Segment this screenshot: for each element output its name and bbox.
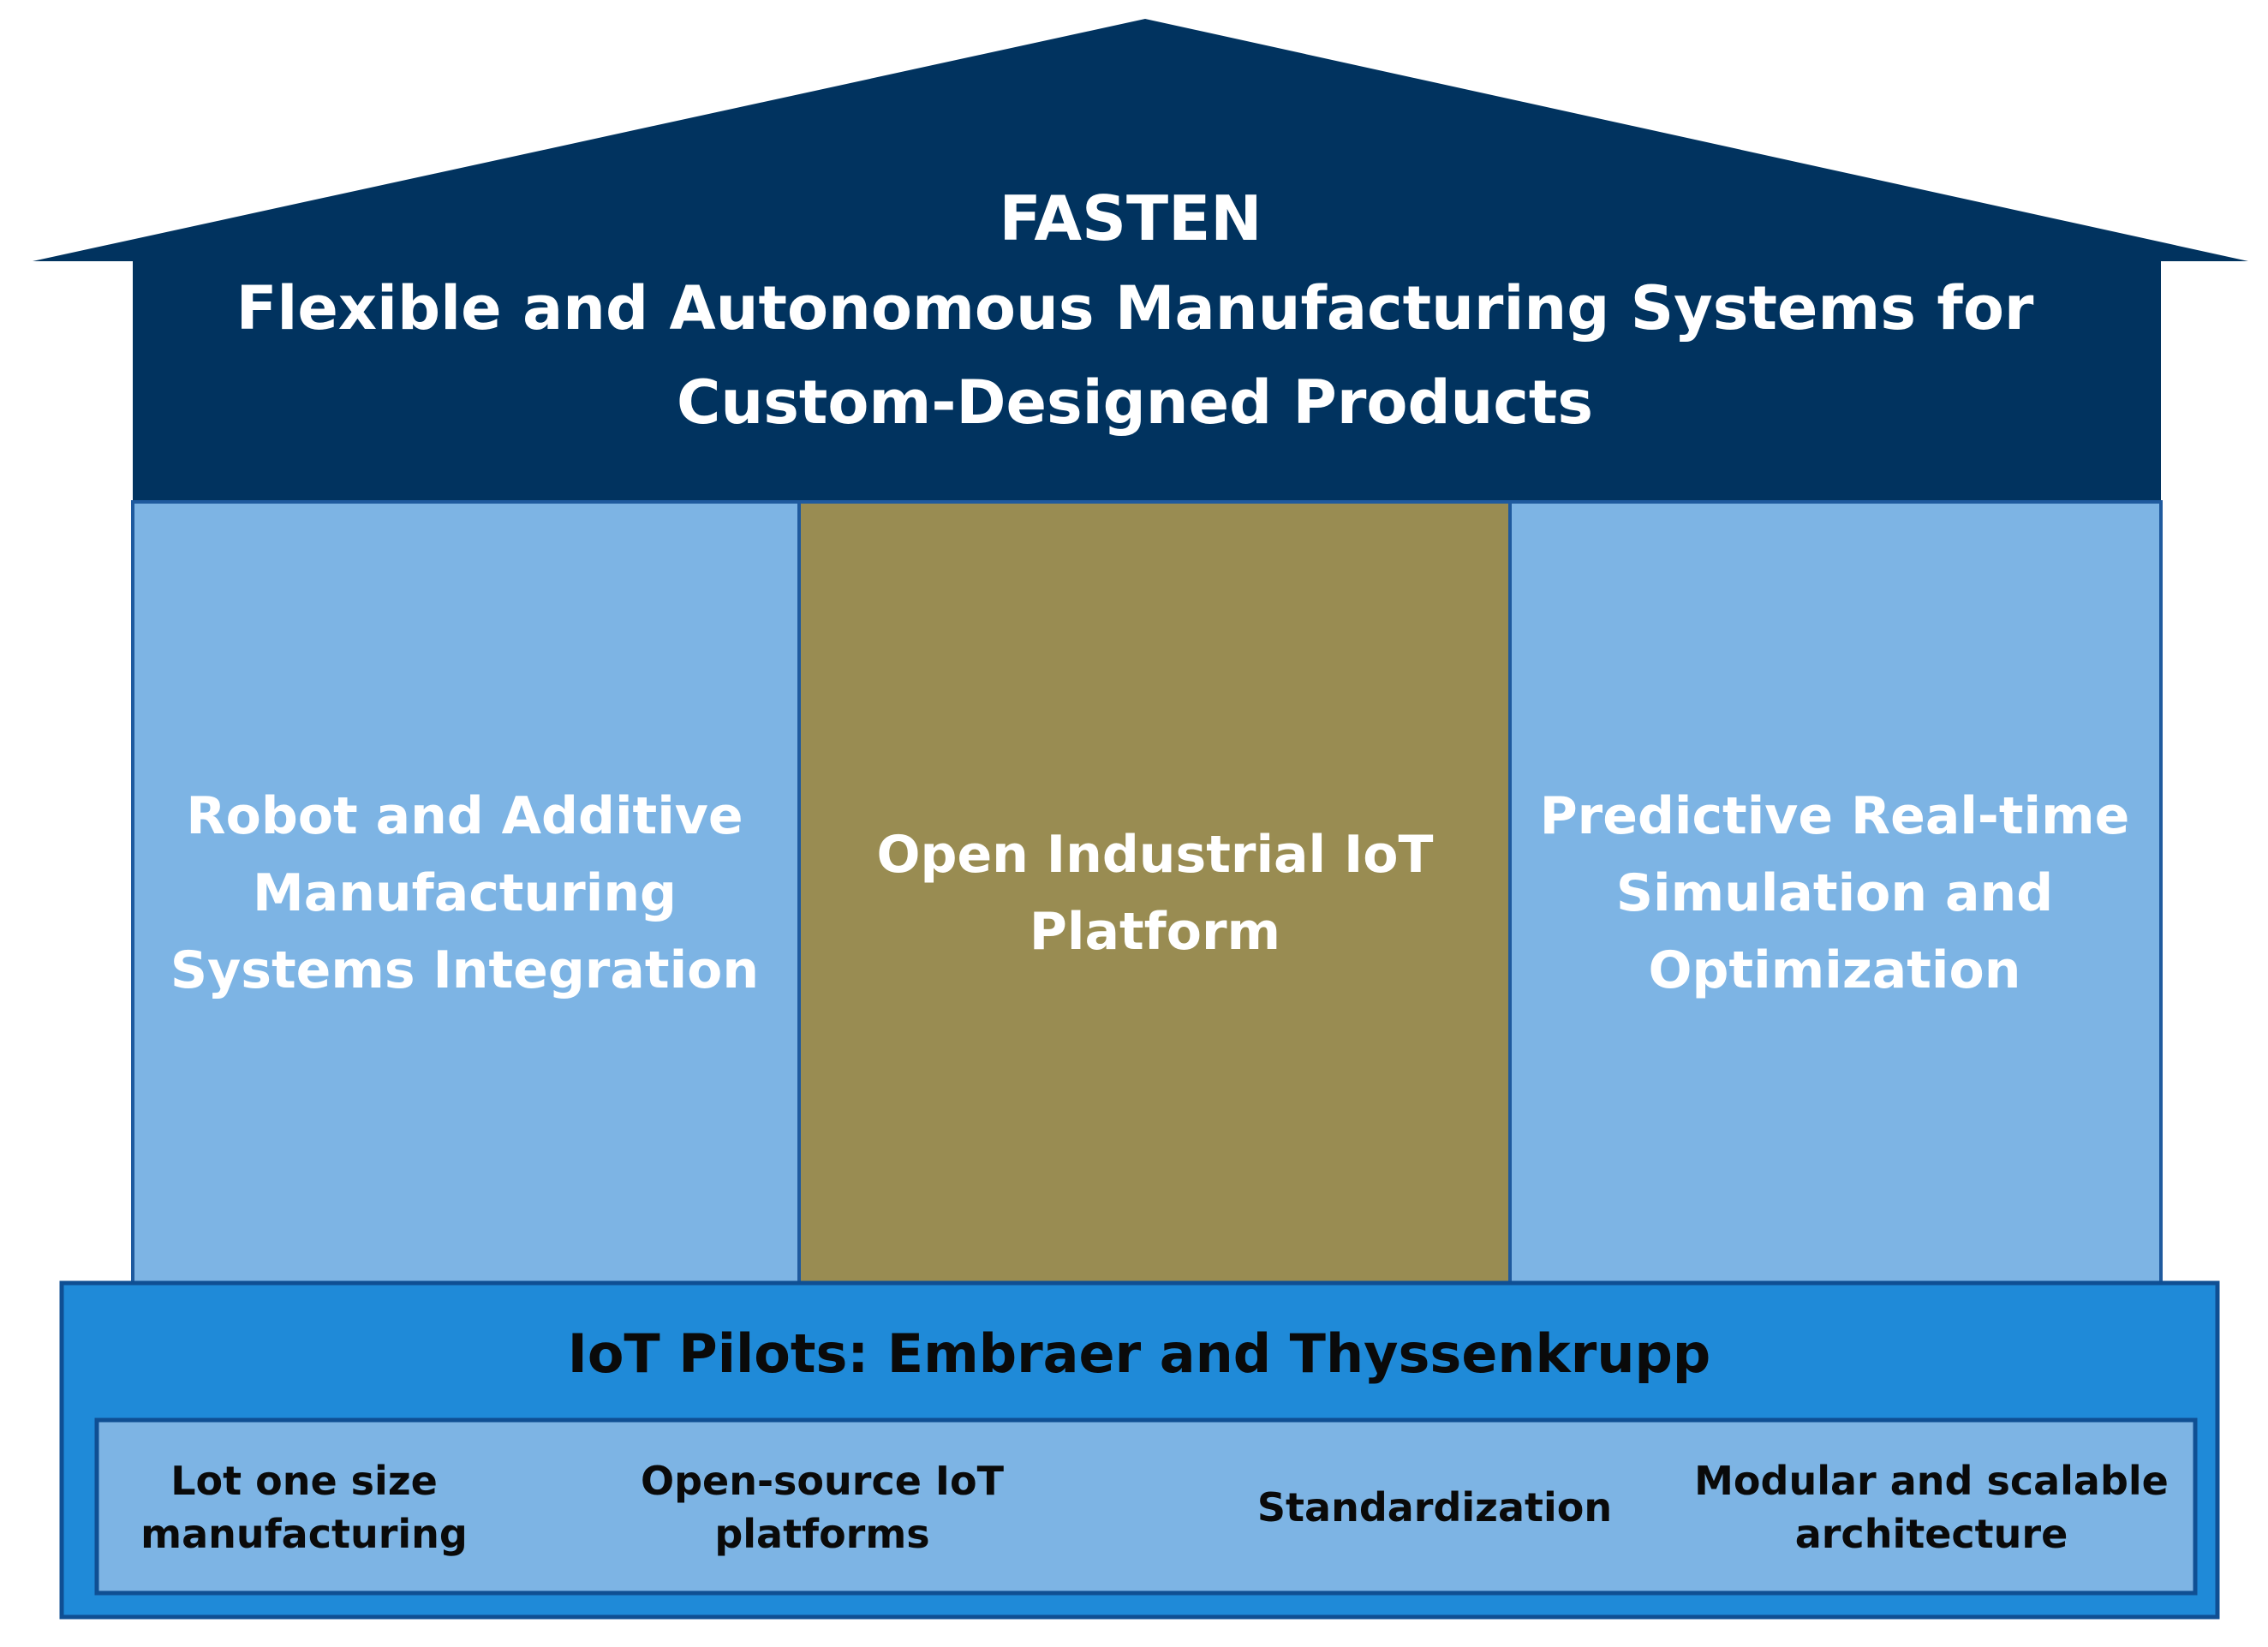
pillar-simulation-optimization: Predictive Real-time Simulation and Opti…: [1539, 785, 2130, 1000]
feature-band-shape: [94, 1417, 2198, 1596]
roof-subtitle: Flexible and Autonomous Manufacturing Sy…: [236, 273, 2034, 438]
feature-open-source-iot: Open-source IoT platforms: [640, 1458, 1005, 1557]
feature-lot-one-size: Lot one size manufacturing: [140, 1458, 468, 1557]
pillar-center-shape: [797, 500, 1512, 1285]
roof-shape: [33, 19, 2248, 502]
pillar-iot-platform: Open Industrial IoT Platform: [876, 824, 1434, 962]
feature-modular-architecture: Modular and scalable architecture: [1694, 1458, 2169, 1557]
feature-standardization: Standardization: [1256, 1484, 1613, 1531]
pillar-left-shape: [131, 500, 801, 1285]
roof-title: FASTEN: [999, 182, 1262, 254]
foundation-title: IoT Pilots: Embraer and Thyssenkrupp: [567, 1322, 1711, 1385]
pillar-robot-additive: Robot and Additive Manufacturing Systems…: [170, 785, 760, 1000]
pillar-right-shape: [1508, 500, 2163, 1285]
